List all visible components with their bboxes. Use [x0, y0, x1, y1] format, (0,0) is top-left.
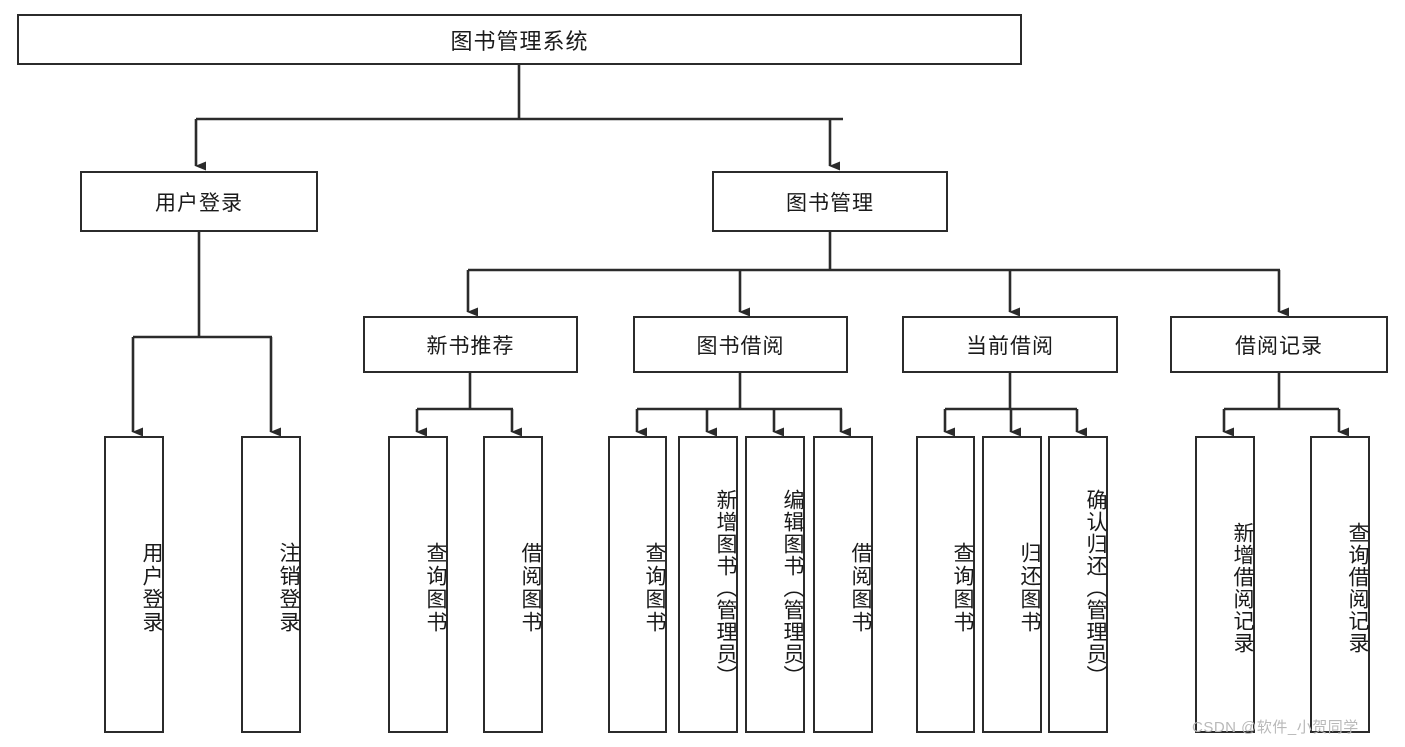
node-new-book-recommend-label: 新书推荐 — [426, 334, 515, 358]
node-leaf-query-book-1[interactable]: 查询图书 — [388, 436, 448, 733]
node-leaf-add-record[interactable]: 新增借阅记录 — [1195, 436, 1255, 733]
node-leaf-borrow-book-2-label: 借阅图书 — [849, 541, 872, 634]
node-leaf-confirm-return-label: 确认归还（管理员） — [1084, 488, 1107, 687]
node-leaf-add-record-label: 新增借阅记录 — [1231, 521, 1254, 654]
node-leaf-query-book-3[interactable]: 查询图书 — [916, 436, 975, 733]
node-root[interactable]: 图书管理系统 — [17, 14, 1022, 65]
node-current-borrow-label: 当前借阅 — [966, 334, 1054, 358]
node-borrow-record[interactable]: 借阅记录 — [1170, 316, 1388, 373]
node-leaf-edit-book-label: 编辑图书（管理员） — [781, 488, 804, 687]
node-book-borrow-label: 图书借阅 — [696, 334, 785, 358]
node-leaf-query-book-2[interactable]: 查询图书 — [608, 436, 667, 733]
node-leaf-user-logout-label: 注销登录 — [277, 541, 300, 634]
node-leaf-return-book[interactable]: 归还图书 — [982, 436, 1042, 733]
node-leaf-query-book-3-label: 查询图书 — [951, 541, 974, 634]
node-user-login-label: 用户登录 — [155, 191, 243, 215]
node-leaf-add-book-label: 新增图书（管理员） — [714, 488, 737, 687]
node-leaf-user-logout[interactable]: 注销登录 — [241, 436, 301, 733]
node-user-login[interactable]: 用户登录 — [80, 171, 318, 232]
node-root-label: 图书管理系统 — [450, 28, 589, 54]
node-current-borrow[interactable]: 当前借阅 — [902, 316, 1118, 373]
node-leaf-query-record[interactable]: 查询借阅记录 — [1310, 436, 1370, 733]
node-leaf-confirm-return[interactable]: 确认归还（管理员） — [1048, 436, 1108, 733]
node-leaf-user-login[interactable]: 用户登录 — [104, 436, 164, 733]
node-leaf-borrow-book-1[interactable]: 借阅图书 — [483, 436, 543, 733]
node-book-borrow[interactable]: 图书借阅 — [633, 316, 848, 373]
node-leaf-query-book-2-label: 查询图书 — [643, 541, 666, 634]
node-book-management[interactable]: 图书管理 — [712, 171, 948, 232]
node-leaf-query-record-label: 查询借阅记录 — [1346, 521, 1369, 654]
node-leaf-borrow-book-2[interactable]: 借阅图书 — [813, 436, 873, 733]
node-leaf-borrow-book-1-label: 借阅图书 — [519, 541, 542, 634]
node-leaf-edit-book[interactable]: 编辑图书（管理员） — [745, 436, 805, 733]
node-new-book-recommend[interactable]: 新书推荐 — [363, 316, 578, 373]
node-borrow-record-label: 借阅记录 — [1235, 334, 1323, 358]
node-leaf-query-book-1-label: 查询图书 — [424, 541, 447, 634]
node-leaf-return-book-label: 归还图书 — [1018, 541, 1041, 634]
node-leaf-add-book[interactable]: 新增图书（管理员） — [678, 436, 738, 733]
node-leaf-user-login-label: 用户登录 — [140, 541, 163, 634]
node-book-management-label: 图书管理 — [786, 191, 874, 215]
